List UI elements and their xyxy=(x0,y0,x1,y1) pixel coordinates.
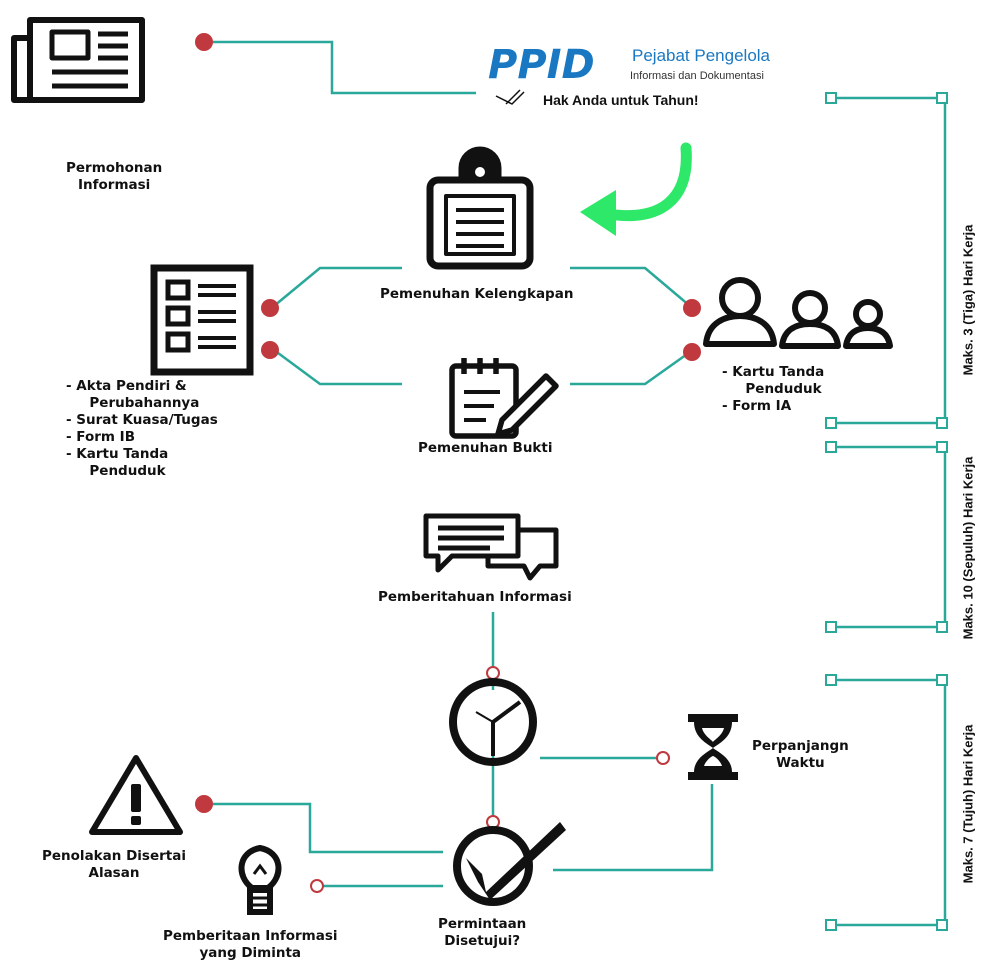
step-notification-label: Pemberitahuan Informasi xyxy=(378,589,572,605)
logo-tagline: Hak Anda untuk Tahun! xyxy=(543,92,699,108)
hourglass-icon xyxy=(688,714,738,780)
timeline-label-7-days: Maks. 7 (Tujuh) Hari Kerja xyxy=(960,724,976,884)
filled-nodes xyxy=(195,33,701,813)
logo-subtitle: Informasi dan Dokumentasi xyxy=(630,70,764,82)
newspaper-icon xyxy=(11,17,145,103)
users-icon xyxy=(703,277,893,349)
step-completeness-label: Pemenuhan Kelengkapan xyxy=(380,286,574,302)
connector-lines xyxy=(206,40,947,927)
step-rejection-label: Penolakan Disertai Alasan xyxy=(42,848,186,881)
checklist-form-icon xyxy=(150,264,254,376)
list-item: - Form IA xyxy=(722,398,792,414)
checkmark-icon xyxy=(453,822,566,906)
check-mark-small-icon xyxy=(495,89,525,105)
hollow-nodes xyxy=(310,666,670,893)
list-item: - Kartu Tanda Penduduk xyxy=(722,364,825,397)
timeline-label-3-days: Maks. 3 (Tiga) Hari Kerja xyxy=(960,224,976,376)
list-item: - Akta Pendiri & Perubahannya xyxy=(66,378,200,411)
logo-mark-text: PPID xyxy=(488,42,595,88)
chat-bubbles-icon xyxy=(423,513,559,581)
list-item: - Form IB xyxy=(66,429,135,445)
step-provided-label: Pemberitaan Informasi yang Diminta xyxy=(163,928,338,961)
lightbulb-icon xyxy=(238,844,282,915)
step-approved-label: Permintaan Disetujui? xyxy=(438,916,527,949)
list-item: - Kartu Tanda Penduduk xyxy=(66,446,169,479)
curved-arrow-icon xyxy=(580,142,692,236)
list-item: - Surat Kuasa/Tugas xyxy=(66,412,218,428)
clock-icon xyxy=(449,678,537,766)
step-extension-label: Perpanjangn Waktu xyxy=(752,738,849,771)
step-evidence-label: Pemenuhan Bukti xyxy=(418,440,553,456)
clipboard-icon xyxy=(426,146,534,270)
docs-institution-list: - Akta Pendiri & Perubahannya - Surat Ku… xyxy=(66,378,218,480)
timeline-markers xyxy=(825,92,948,931)
ppid-logo-icon: PPID xyxy=(488,42,595,105)
docs-individual-list: - Kartu Tanda Penduduk - Form IA xyxy=(722,364,824,415)
warning-icon xyxy=(89,755,183,835)
logo-title: Pejabat Pengelola xyxy=(632,46,771,65)
notepad-pen-icon xyxy=(449,358,559,439)
timeline-label-10-days: Maks. 10 (Sepuluh) Hari Kerja xyxy=(960,456,976,640)
step-request-label: Permohonan Informasi xyxy=(66,160,163,193)
